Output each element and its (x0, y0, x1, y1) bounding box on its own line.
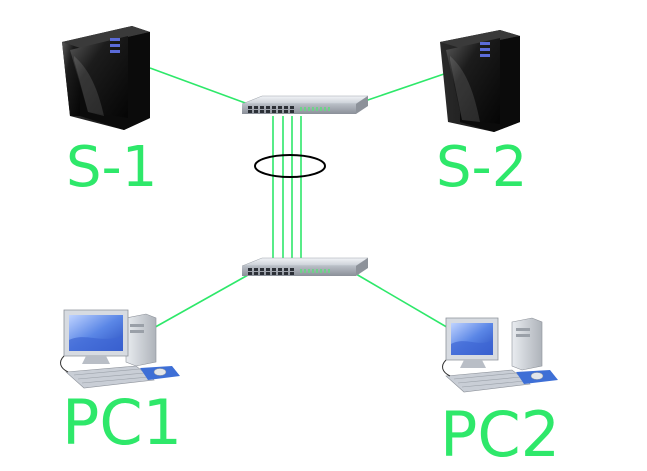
link-s1-switch-top (149, 67, 249, 105)
label-pc2: PC2 (440, 398, 561, 471)
pc2-icon (442, 317, 558, 393)
link-s2-switch-top (361, 73, 445, 103)
switch-bottom-icon (241, 257, 369, 276)
label-pc1: PC1 (62, 386, 183, 459)
server-s2-icon (440, 30, 520, 132)
label-s2: S-2 (436, 135, 528, 200)
link-pc1-switch-bottom (149, 274, 249, 331)
link-pc2-switch-bottom (355, 273, 463, 337)
switch-top-icon (241, 95, 369, 114)
server-s1-icon (62, 26, 150, 130)
links (149, 67, 463, 337)
link-aggregation-ring (254, 154, 326, 178)
label-s1: S-1 (66, 135, 158, 200)
pc1-icon (60, 309, 180, 389)
